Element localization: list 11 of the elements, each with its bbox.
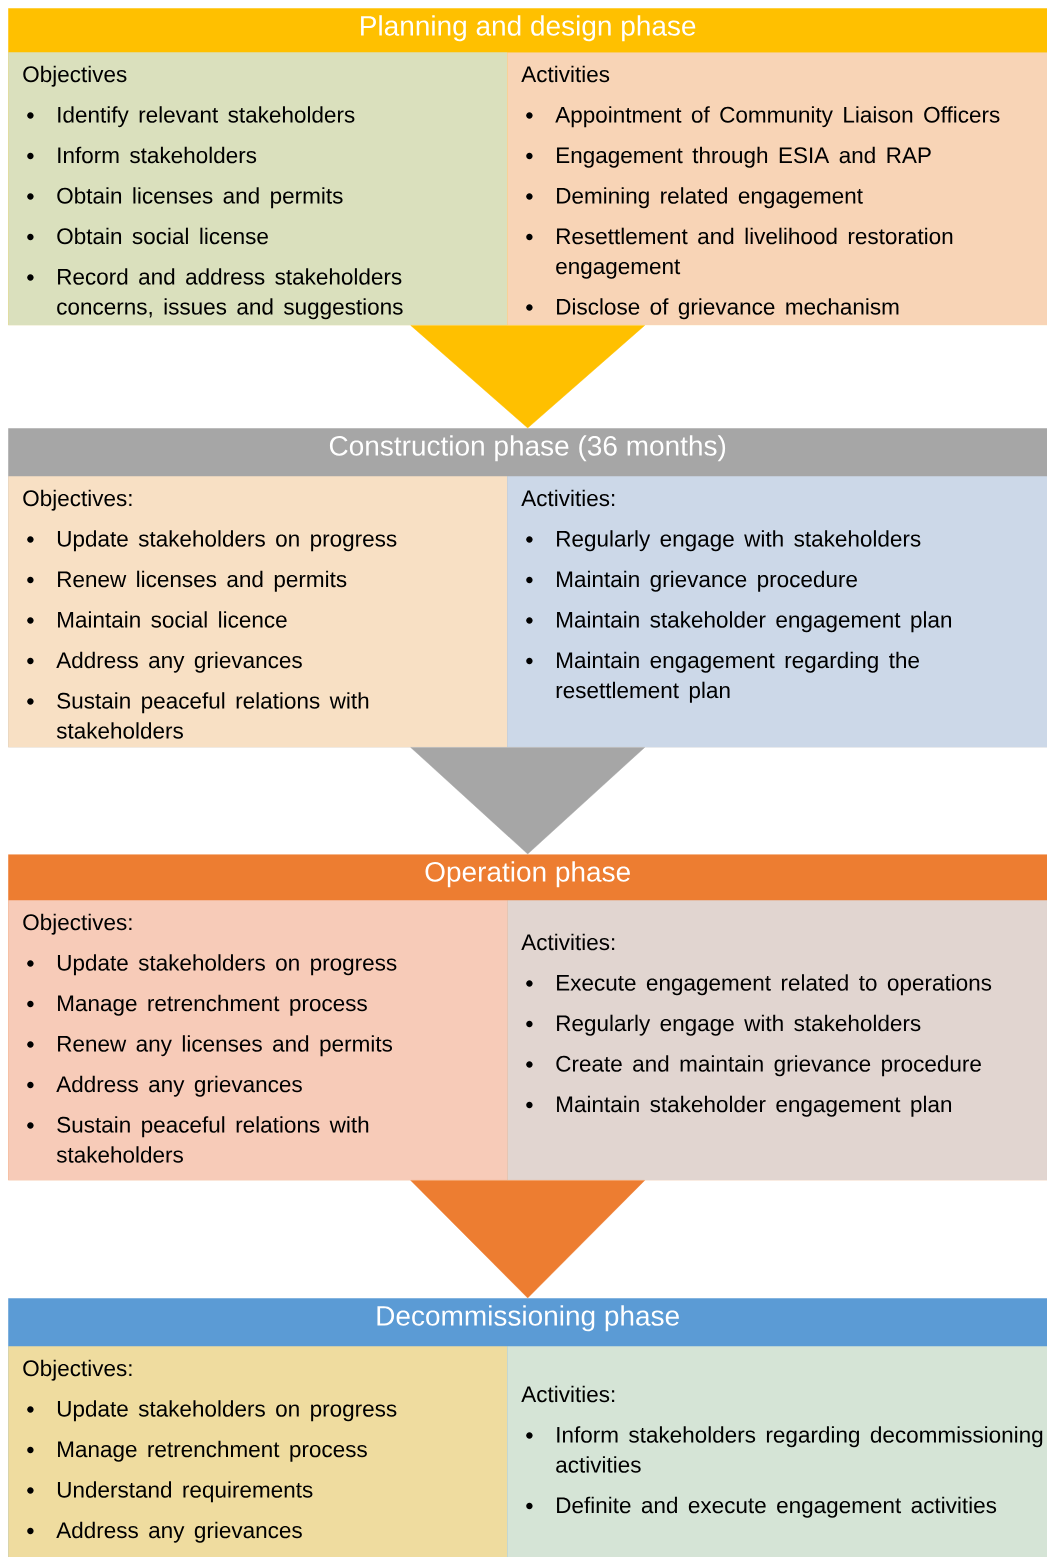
chevron-arrow bbox=[410, 747, 645, 855]
activities-panel: Activities: Regularly engage with stakeholders Maintain grievance procedure Maintain stakeholder engagement plan Maintain engagement regarding the resettlement plan bbox=[507, 476, 1047, 748]
objectives-panel: Objectives: Update stakeholders on progress Manage retrenchment process Understand requirements Address any grievances bbox=[8, 1346, 508, 1557]
objectives-panel: Objectives: Update stakeholders on progress Renew licenses and permits Maintain social licence Address any grievances Sustain peaceful relations with stakeholders bbox=[8, 476, 508, 748]
objectives-panel: Objectives Identify relevant stakeholders Inform stakeholders Obtain licenses and permits Obtain social license Record and address stakeholders concerns, issues and suggestions bbox=[8, 52, 508, 326]
activities-panel: Activities: Inform stakeholders regarding decommissioning activities Definite and execute engagement activities bbox=[507, 1346, 1047, 1557]
activities-panel: Activities Appointment of Community Liaison Officers Engagement through ESIA and RAP Demining related engagement Resettlement and livelihood restoration engagement Disclose of grievance mechanism bbox=[507, 52, 1047, 326]
chevron-arrow bbox=[410, 1180, 645, 1299]
chevron-arrow bbox=[410, 325, 645, 429]
activities-panel: Activities: Execute engagement related to operations Regularly engage with stakeholders Create and maintain grievance procedure Maintain stakeholder engagement plan bbox=[507, 900, 1047, 1181]
objectives-panel: Objectives: Update stakeholders on progress Manage retrenchment process Renew any licenses and permits Address any grievances Sustain peaceful relations with stakeholders bbox=[8, 900, 508, 1181]
